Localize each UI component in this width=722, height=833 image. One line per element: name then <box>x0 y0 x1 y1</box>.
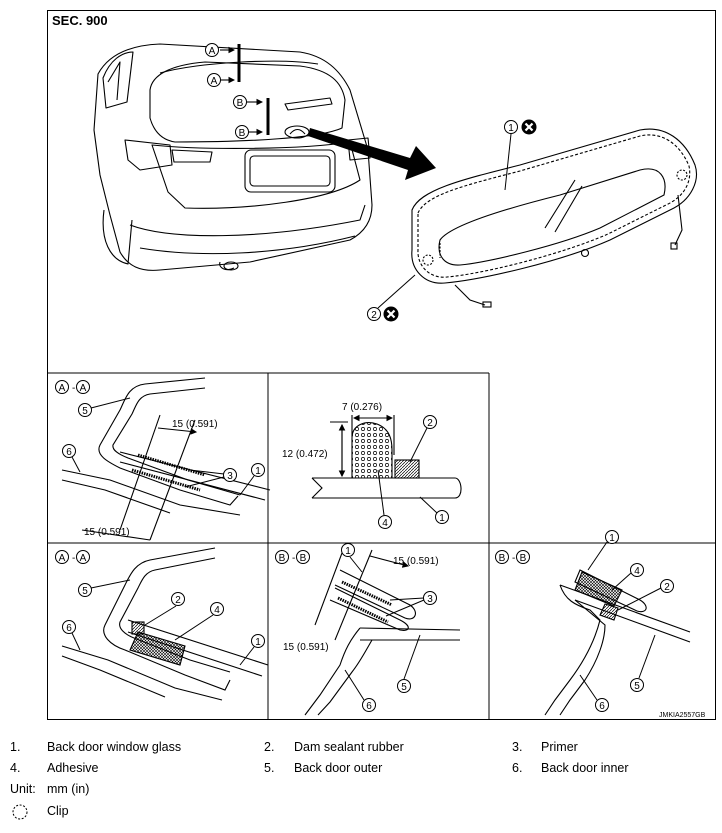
svg-text:5: 5 <box>82 586 88 597</box>
svg-text:6: 6 <box>66 447 72 458</box>
legend-num-2: 2. <box>264 740 275 754</box>
legend-num-3: 3. <box>512 740 523 754</box>
do-not-reuse-icon <box>521 119 537 135</box>
dim-width: 7 (0.276) <box>342 402 382 413</box>
svg-text:B: B <box>520 553 527 564</box>
svg-text:A: A <box>80 383 87 394</box>
legend-num-1: 1. <box>10 740 21 754</box>
legend-label-3: Primer <box>541 740 578 754</box>
svg-text:A: A <box>59 383 66 394</box>
legend-label-5: Back door outer <box>294 761 383 775</box>
clip-label: Clip <box>47 804 69 818</box>
svg-text:2: 2 <box>664 582 670 593</box>
legend-num-6: 6. <box>512 761 523 775</box>
svg-text:3: 3 <box>427 594 433 605</box>
svg-text:1: 1 <box>255 466 261 477</box>
svg-text:6: 6 <box>599 701 605 712</box>
svg-text:6: 6 <box>366 701 372 712</box>
diagram-frame <box>47 10 716 720</box>
panel-bb-adhesive: B - B 1 4 2 5 6 <box>495 530 691 716</box>
svg-text:B: B <box>300 553 307 564</box>
dim-height: 12 (0.472) <box>282 449 328 460</box>
svg-text:5: 5 <box>82 406 88 417</box>
image-code: JMKIA2557GB <box>659 712 706 719</box>
svg-text:4: 4 <box>382 518 388 529</box>
callout-b-bottom: B <box>239 128 246 139</box>
svg-text:3: 3 <box>227 471 233 482</box>
svg-text:1: 1 <box>345 546 351 557</box>
panel-grid <box>47 372 716 720</box>
legend-label-2: Dam sealant rubber <box>294 740 404 754</box>
unit-value: mm (in) <box>47 782 90 796</box>
svg-text:-: - <box>512 553 515 564</box>
legend-num-4: 4. <box>10 761 21 775</box>
callout-a-top: A <box>209 46 216 57</box>
vehicle-callout-letters: A A B B <box>205 43 249 139</box>
vehicle-rear-view <box>93 43 373 271</box>
do-not-reuse-icon <box>383 306 399 322</box>
panel-bb-primer: B - B 15 (0.591) 15 (0.591) 1 3 5 6 <box>275 543 461 716</box>
svg-text:4: 4 <box>214 605 220 616</box>
svg-text:1: 1 <box>439 513 445 524</box>
vehicle-section-markers <box>220 44 270 136</box>
callout-a-bottom: A <box>211 76 218 87</box>
direction-arrow <box>308 128 436 180</box>
panel-aa-adhesive: A - A 5 6 2 4 1 <box>55 547 269 701</box>
svg-text:1: 1 <box>609 533 615 544</box>
panel-aa-primer: A - A 15 (0.591) 15 (0.591) 5 6 3 <box>55 377 271 541</box>
dim-bb-top: 15 (0.591) <box>393 556 439 567</box>
clip-icon <box>12 804 28 820</box>
svg-text:A: A <box>59 553 66 564</box>
dim-aa-bottom: 15 (0.591) <box>84 527 130 538</box>
window-glass-drawing <box>411 128 697 308</box>
svg-text:1: 1 <box>255 637 261 648</box>
svg-text:2: 2 <box>427 418 433 429</box>
svg-text:-: - <box>72 383 75 394</box>
svg-text:-: - <box>72 553 75 564</box>
section-label: SEC. 900 <box>52 13 108 28</box>
legend-label-6: Back door inner <box>541 761 629 775</box>
dim-bb-bottom: 15 (0.591) <box>283 642 329 653</box>
svg-text:B: B <box>499 553 506 564</box>
unit-label: Unit: <box>10 782 36 796</box>
callout-1-glass: 1 <box>508 123 514 134</box>
callout-2-glass: 2 <box>371 310 377 321</box>
glass-callouts: 1 2 <box>367 119 537 322</box>
svg-text:5: 5 <box>634 681 640 692</box>
legend-label-4: Adhesive <box>47 761 99 775</box>
svg-text:A: A <box>80 553 87 564</box>
svg-text:-: - <box>292 553 295 564</box>
svg-text:2: 2 <box>175 595 181 606</box>
dim-aa-top: 15 (0.591) <box>172 419 218 430</box>
legend-num-5: 5. <box>264 761 275 775</box>
svg-text:B: B <box>279 553 286 564</box>
legend-label-1: Back door window glass <box>47 740 182 754</box>
svg-text:5: 5 <box>401 682 407 693</box>
svg-text:6: 6 <box>66 623 72 634</box>
callout-b-top: B <box>237 98 244 109</box>
panel-sealant-detail: 7 (0.276) 12 (0.472) 2 4 1 <box>282 402 462 529</box>
svg-text:4: 4 <box>634 566 640 577</box>
